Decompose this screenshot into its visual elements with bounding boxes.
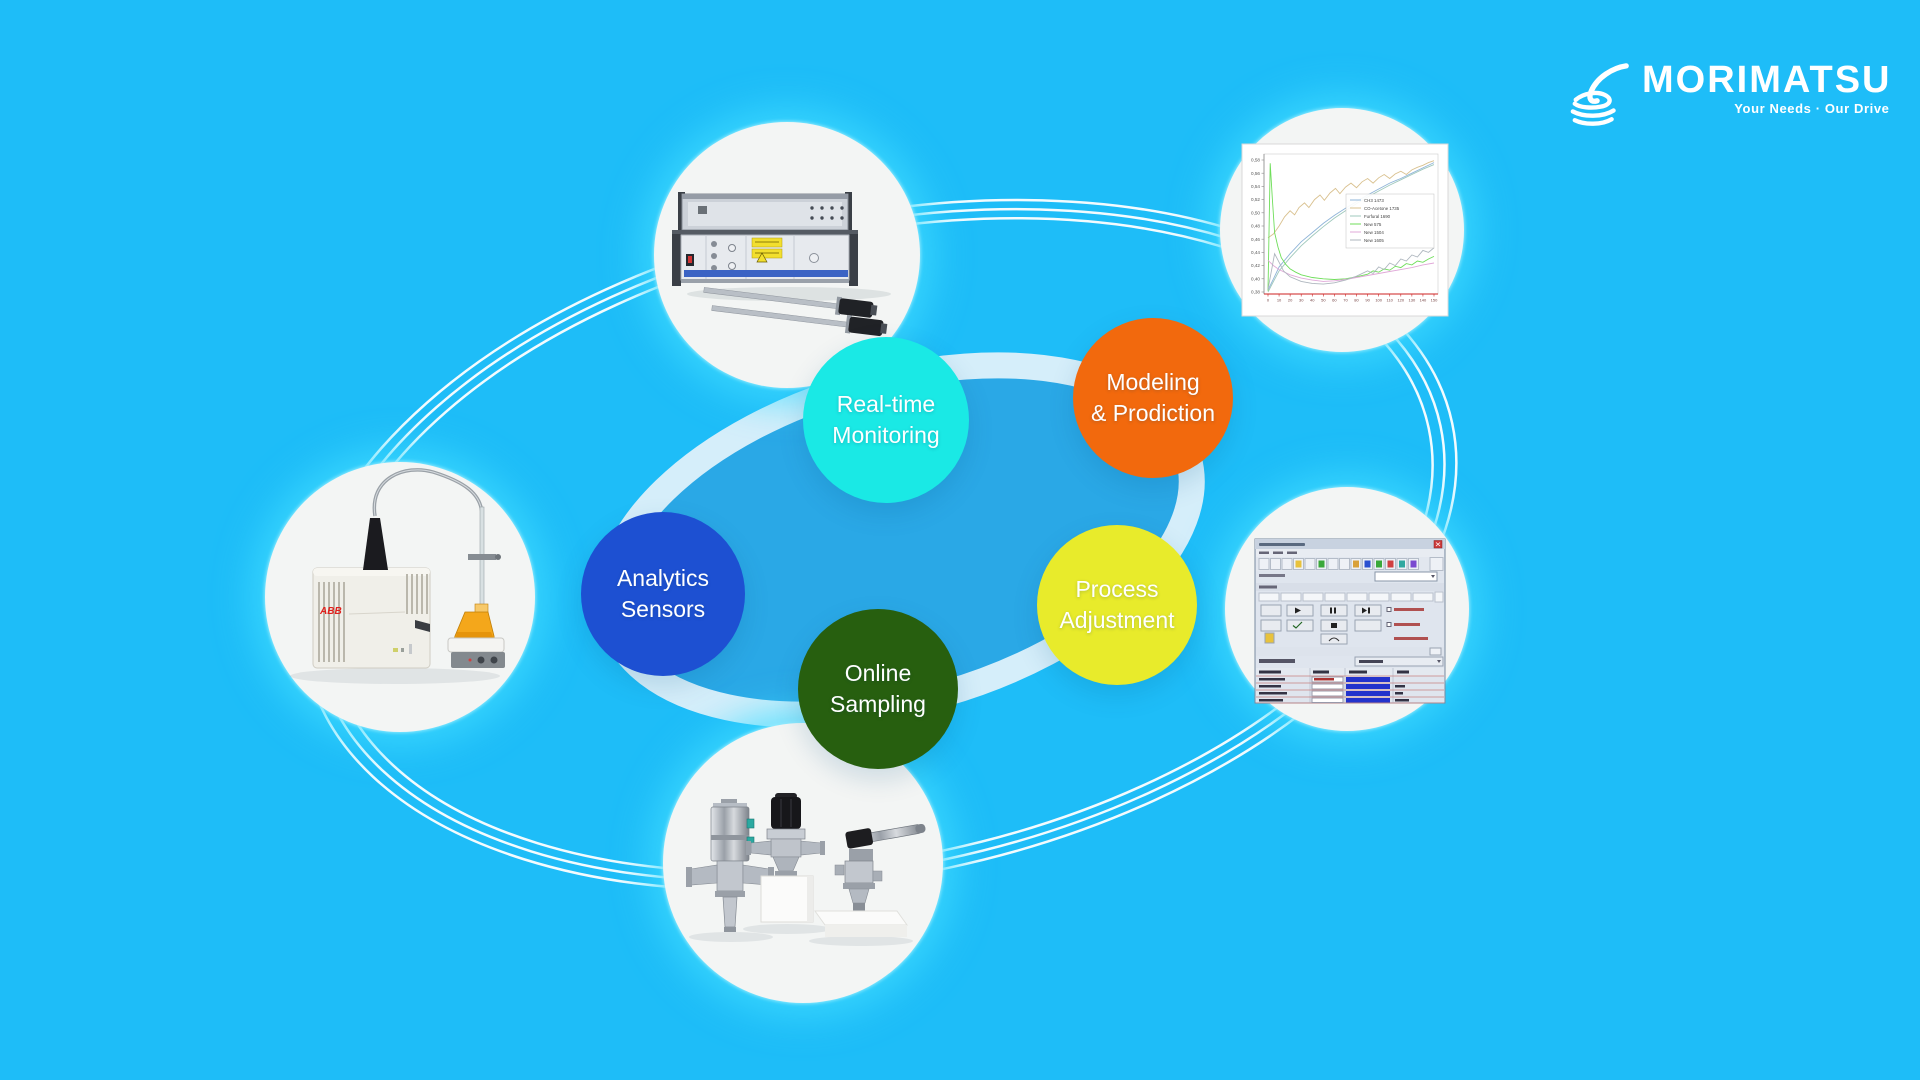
probe-handle [363, 518, 388, 570]
software-window [1254, 538, 1446, 704]
svg-text:0,52: 0,52 [1251, 197, 1260, 202]
node-process-adjustment: Process Adjustment [1037, 525, 1197, 685]
svg-text:New 1605: New 1605 [1364, 238, 1384, 243]
svg-text:New 575: New 575 [1364, 222, 1382, 227]
brand-tagline: Your Needs · Our Drive [1734, 101, 1890, 116]
segmented-bar [1258, 591, 1444, 603]
svg-text:0,38: 0,38 [1251, 290, 1260, 295]
svg-text:Furfural 1690: Furfural 1690 [1364, 214, 1391, 219]
photo-circle-trend-chart: 0,38 0,40 0,42 0,44 0,46 0,48 0,50 0,52 0,54 0,56… [1220, 108, 1464, 352]
svg-text:0,56: 0,56 [1251, 171, 1260, 176]
stirrer-plate [447, 637, 505, 668]
node-online-sampling: Online Sampling [798, 609, 958, 769]
svg-text:0,40: 0,40 [1251, 276, 1260, 281]
analyzer-main-unit: ABB [312, 567, 431, 669]
trend-chart: 0,38 0,40 0,42 0,44 0,46 0,48 0,50 0,52 0,54 0,56… [1241, 143, 1449, 317]
photo-circle-software [1225, 487, 1469, 731]
svg-text:10: 10 [1277, 298, 1282, 303]
immersion-probes [703, 287, 888, 337]
svg-text:0,54: 0,54 [1251, 184, 1260, 189]
svg-text:150: 150 [1431, 298, 1438, 303]
node-real-time-monitoring: Real-time Monitoring [803, 337, 969, 503]
svg-text:0,44: 0,44 [1251, 250, 1260, 255]
window-title-bar [1255, 539, 1445, 549]
node-label-line2: Monitoring [832, 422, 940, 448]
svg-text:0,42: 0,42 [1251, 263, 1260, 268]
brand-block: MORIMATSU Your Needs · Our Drive [1568, 60, 1892, 128]
flask [454, 603, 495, 644]
spectrometer-top-unit [678, 192, 852, 234]
node-label-line1: Real-time [836, 391, 936, 417]
spectrometer-photo [672, 192, 891, 337]
svg-text:130: 130 [1409, 298, 1416, 303]
svg-text:0: 0 [1267, 298, 1270, 303]
svg-text:100: 100 [1375, 298, 1382, 303]
spectrometer-bottom-unit [672, 230, 858, 286]
morimatsu-logo-icon [1570, 63, 1629, 126]
toolbar [1256, 557, 1444, 571]
svg-text:140: 140 [1420, 298, 1427, 303]
valve-right [814, 823, 926, 937]
valve-middle [746, 793, 825, 923]
parameter-table [1256, 668, 1444, 704]
svg-text:110: 110 [1387, 298, 1394, 303]
node-modeling-prediction: Modeling & Prodiction [1073, 318, 1233, 478]
svg-text:20: 20 [1288, 298, 1293, 303]
abb-logo: ABB [319, 606, 342, 617]
node-label-line2: & Prodiction [1090, 400, 1215, 426]
svg-text:30: 30 [1299, 298, 1304, 303]
svg-text:0,58: 0,58 [1251, 158, 1260, 163]
table-section-header [1259, 656, 1444, 667]
brand-name: MORIMATSU [1642, 59, 1892, 101]
node-label-line1: Process [1075, 576, 1159, 602]
sampling-valves-photo [686, 793, 926, 946]
photo-circle-analyzer: ABB [265, 462, 535, 732]
analyzer-photo: ABB [290, 468, 505, 684]
svg-text:120: 120 [1397, 298, 1404, 303]
node-label-line2: Sampling [830, 691, 926, 717]
svg-text:80: 80 [1354, 298, 1359, 303]
node-label-line1: Online [844, 660, 912, 686]
svg-text:50: 50 [1321, 298, 1326, 303]
photo-circle-valves [663, 723, 943, 1003]
svg-text:0,46: 0,46 [1251, 237, 1260, 242]
svg-text:0,50: 0,50 [1251, 210, 1260, 215]
svg-text:CO-Acetone 1735: CO-Acetone 1735 [1364, 206, 1400, 211]
svg-text:CH3 1473: CH3 1473 [1364, 198, 1384, 203]
control-buttons [1260, 604, 1428, 645]
svg-text:0,48: 0,48 [1251, 224, 1260, 229]
svg-text:60: 60 [1332, 298, 1337, 303]
node-label-line2: Adjustment [1059, 607, 1175, 633]
node-analytics-sensors: Analytics Sensors [581, 512, 745, 676]
node-label-line1: Analytics [616, 565, 710, 591]
svg-text:New 1504: New 1504 [1364, 230, 1384, 235]
analyzer-cable [372, 468, 484, 517]
node-label-line2: Sensors [620, 596, 706, 622]
svg-text:40: 40 [1310, 298, 1315, 303]
svg-text:70: 70 [1343, 298, 1348, 303]
node-label-line1: Modeling [1106, 369, 1200, 395]
combo-row [1259, 571, 1438, 582]
svg-text:90: 90 [1365, 298, 1370, 303]
